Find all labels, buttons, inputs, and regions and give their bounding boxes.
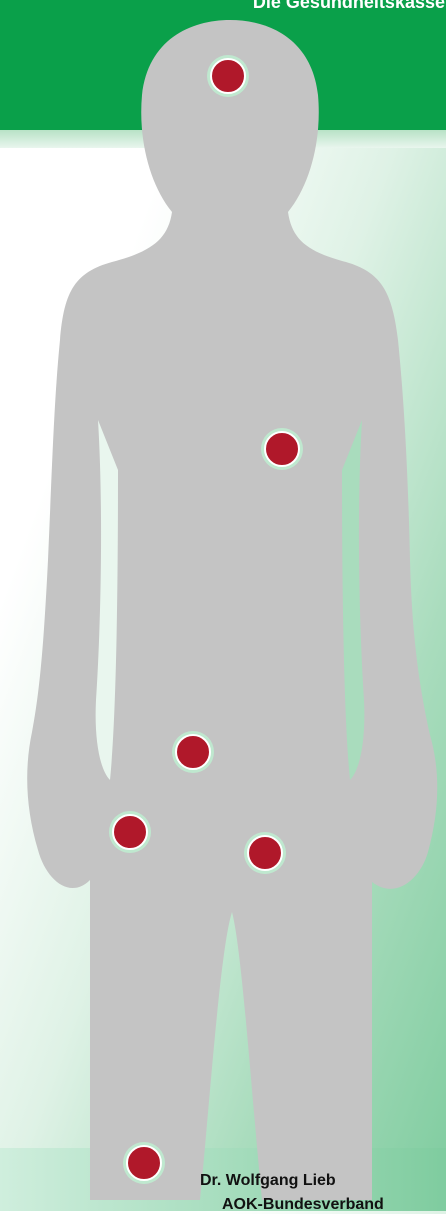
left-thigh-marker — [109, 811, 151, 853]
ankle-marker-dot — [127, 1146, 161, 1180]
right-thigh-marker — [244, 832, 286, 874]
left-thigh-marker-dot — [113, 815, 147, 849]
ankle-marker — [123, 1142, 165, 1184]
hip-marker-dot — [176, 735, 210, 769]
speaker-name: Dr. Wolfgang Lieb — [200, 1172, 336, 1190]
abdomen-marker — [261, 428, 303, 470]
speaker-organization: AOK-Bundesverband — [222, 1196, 384, 1214]
hip-marker — [172, 731, 214, 773]
head-marker-dot — [211, 59, 245, 93]
abdomen-marker-dot — [265, 432, 299, 466]
head-marker — [207, 55, 249, 97]
right-thigh-marker-dot — [248, 836, 282, 870]
human-silhouette — [27, 20, 437, 1200]
